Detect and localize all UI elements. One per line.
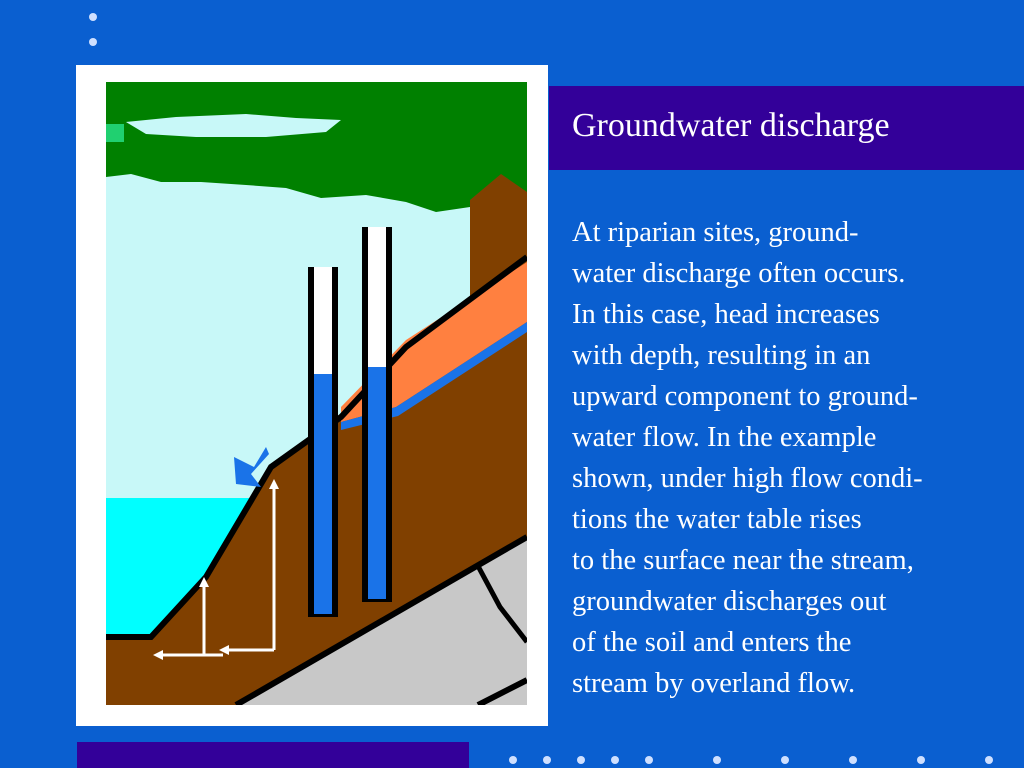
riparian-cross-section-illustration bbox=[106, 82, 527, 705]
decorative-dot bbox=[577, 756, 585, 764]
ground-surface-line bbox=[106, 254, 527, 640]
decorative-dot bbox=[713, 756, 721, 764]
decorative-dot bbox=[611, 756, 619, 764]
sky-gap-in-foliage bbox=[126, 114, 341, 137]
bedrock-fracture-line bbox=[475, 564, 527, 644]
slide-title: Groundwater discharge bbox=[572, 107, 890, 144]
slide-body-text: At riparian sites, ground- water dischar… bbox=[572, 212, 1012, 704]
bottom-accent-bar bbox=[77, 742, 469, 768]
water-table-band bbox=[341, 322, 527, 430]
upward-flow-arrows bbox=[153, 479, 279, 660]
body-line: In this case, head increases bbox=[572, 299, 880, 330]
decorative-dot bbox=[985, 756, 993, 764]
precipitation-arrow-icon bbox=[234, 447, 269, 487]
body-line: upward component to ground- bbox=[572, 381, 918, 412]
decorative-dot bbox=[89, 13, 97, 21]
decorative-dot bbox=[645, 756, 653, 764]
decorative-dot bbox=[849, 756, 857, 764]
body-line: of the soil and enters the bbox=[572, 627, 852, 658]
body-line: shown, under high flow condi- bbox=[572, 463, 923, 494]
body-line: water flow. In the example bbox=[572, 422, 877, 453]
body-line: stream by overland flow. bbox=[572, 668, 856, 699]
body-line: water discharge often occurs. bbox=[572, 258, 906, 289]
body-line: to the surface near the stream, bbox=[572, 545, 914, 576]
body-line: groundwater discharges out bbox=[572, 586, 887, 617]
tree-foliage bbox=[106, 82, 527, 212]
illustration-frame bbox=[76, 65, 548, 726]
title-bar: Groundwater discharge bbox=[549, 86, 1024, 170]
decorative-dot bbox=[917, 756, 925, 764]
foliage-highlight bbox=[106, 124, 124, 142]
decorative-dot bbox=[89, 38, 97, 46]
bedrock-boundary-line bbox=[234, 534, 527, 705]
decorative-dot bbox=[543, 756, 551, 764]
body-line: with depth, resulting in an bbox=[572, 340, 871, 371]
decorative-dot bbox=[509, 756, 517, 764]
body-line: tions the water table rises bbox=[572, 504, 862, 535]
bedrock-lower-line bbox=[476, 677, 527, 705]
decorative-dot bbox=[781, 756, 789, 764]
piezometer-shallow bbox=[308, 267, 338, 617]
piezometer-deep bbox=[362, 227, 392, 602]
body-line: At riparian sites, ground- bbox=[572, 217, 859, 248]
